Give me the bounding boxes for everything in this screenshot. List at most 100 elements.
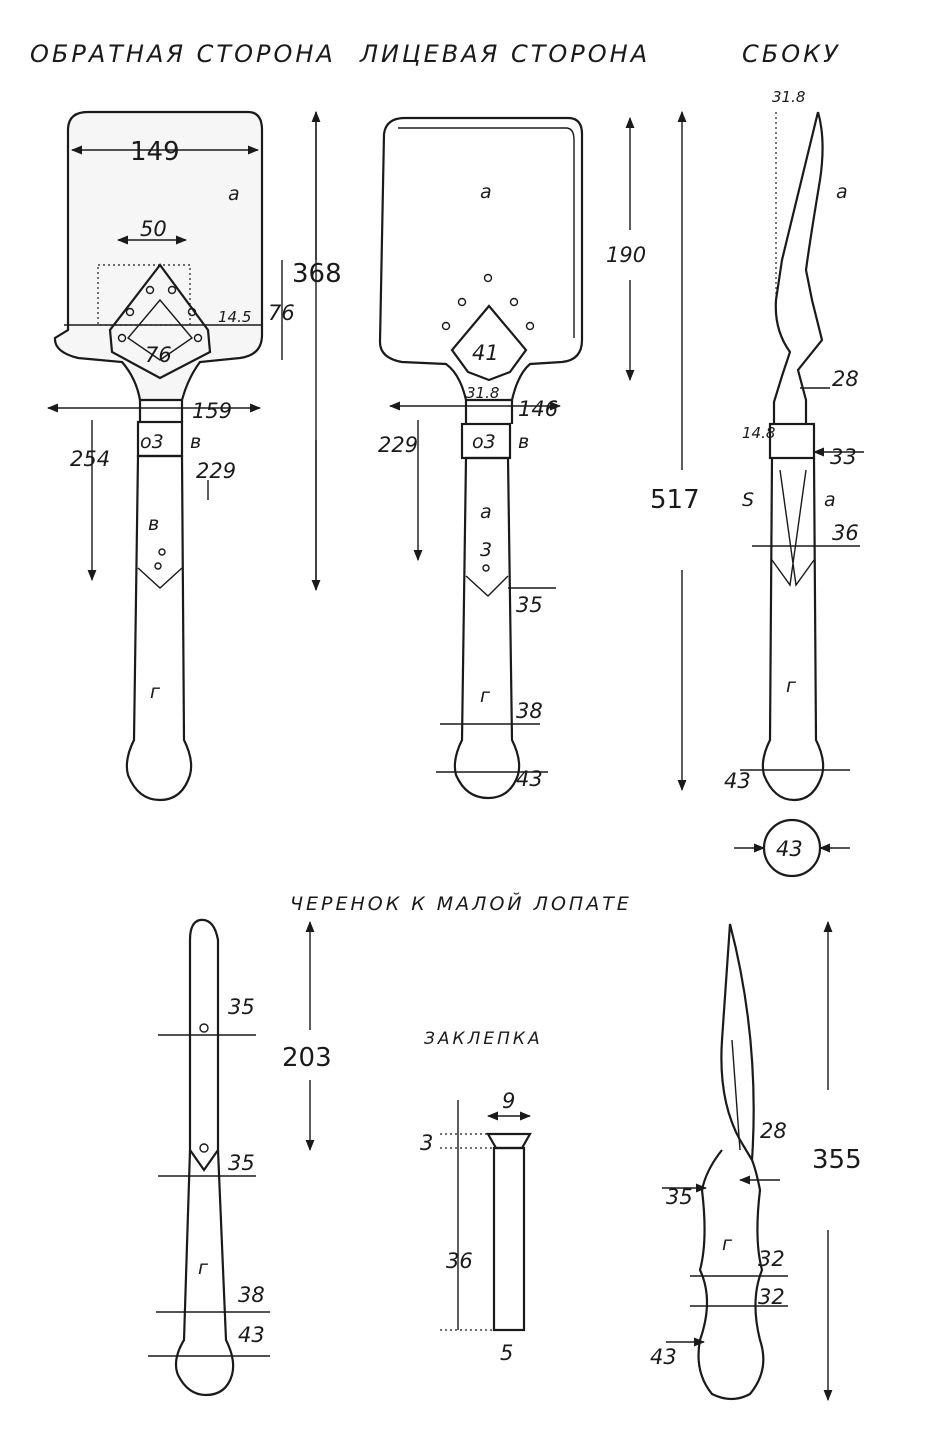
dim-50: 50	[140, 217, 167, 241]
side-part-s: S	[742, 489, 754, 511]
side-view: 517 31.8 a 28 14.8 33 S a 36 г 43 43	[650, 88, 864, 878]
handle-front-view: 35 203 35 г 38 43	[148, 918, 332, 1397]
back-part-g: г	[150, 681, 161, 703]
front-handle-tab	[465, 575, 509, 597]
back-part-b: в	[190, 431, 201, 453]
dim-33: 33	[830, 445, 857, 469]
back-rivet-3	[125, 307, 135, 317]
side-part-a: a	[836, 181, 848, 203]
dim-43-front: 43	[516, 767, 543, 791]
dim-ring-side: 14.8	[742, 424, 775, 442]
dim-203: 203	[282, 1043, 332, 1073]
back-view: 149 50 368 76 14.5 76 159 254 229 a о3 в…	[46, 110, 342, 802]
dim-28-handle: 28	[760, 1119, 787, 1143]
back-handle-rivet-1	[158, 548, 166, 556]
dim-35-side-handle: 35	[666, 1185, 693, 1209]
dim-43-handle: 43	[238, 1323, 265, 1347]
dim-3-rivet: 3	[420, 1131, 433, 1155]
dim-31-8-side: 31.8	[772, 88, 805, 106]
dim-14-5: 14.5	[218, 308, 251, 326]
dim-5-rivet: 5	[500, 1341, 513, 1365]
dim-36-side: 36	[832, 521, 859, 545]
side-blade-back-edge	[772, 111, 820, 424]
dim-32a: 32	[758, 1247, 785, 1271]
dim-43-side: 43	[724, 769, 751, 793]
dim-31-8: 31.8	[466, 384, 499, 402]
handle-side-view: 28 355 35 г 32 32 43	[650, 920, 862, 1402]
dim-190: 190	[606, 243, 646, 267]
handle-front-rivet-2	[199, 1143, 209, 1153]
dim-146: 146	[518, 397, 558, 421]
back-handle-outline	[125, 454, 193, 802]
back-rivet-6	[193, 333, 203, 343]
heading-rivet: ЗАКЛЕПКА	[424, 1029, 543, 1049]
dim-43-side-handle: 43	[650, 1345, 677, 1369]
front-part-3: 3	[480, 539, 492, 561]
dim-35-front: 35	[516, 593, 543, 617]
handle-side-tang	[720, 923, 755, 1164]
front-view: 190 41 31.8 146 229 a о3 в a 3 г 35 38 4…	[378, 116, 646, 800]
side-blade-front-edge	[796, 111, 824, 424]
dim-76-lower: 76	[145, 343, 172, 367]
dim-36-rivet: 36	[446, 1249, 473, 1273]
handle-front-tang	[188, 918, 220, 1172]
front-part-a2: a	[480, 501, 492, 523]
dim-149: 149	[130, 137, 180, 167]
back-ring-mark: о3	[140, 431, 164, 453]
front-part-b: в	[518, 431, 529, 453]
back-rivet-1	[145, 285, 155, 295]
dim-517: 517	[650, 485, 700, 515]
handle-side-tang-inner	[731, 1039, 741, 1151]
side-part-g: г	[786, 675, 797, 697]
rivet-head	[486, 1132, 532, 1150]
rivet-shank	[492, 1146, 526, 1332]
back-rivet-2	[167, 285, 177, 295]
front-neck	[464, 400, 514, 424]
dim-159: 159	[192, 399, 232, 423]
handle-front-part-g: г	[198, 1257, 209, 1279]
dim-355: 355	[812, 1145, 862, 1175]
front-handle-rivet	[482, 564, 490, 572]
front-part-a: a	[480, 181, 492, 203]
heading-side-view: СБОКУ	[742, 40, 841, 68]
front-rivet-3	[509, 297, 519, 307]
side-ring	[768, 422, 816, 460]
side-part-a2: a	[824, 489, 836, 511]
front-rivet-1	[483, 273, 493, 283]
dim-35-handle-bottom: 35	[228, 1151, 255, 1175]
dim-254: 254	[70, 447, 110, 471]
front-blade-rim	[398, 127, 575, 338]
rivet-view: ЗАКЛЕПКА 9 3 36 5	[420, 1029, 543, 1365]
back-reinforcement-plate	[108, 263, 212, 380]
side-handle-outline	[761, 457, 825, 802]
back-neck	[138, 400, 184, 422]
side-handle-tang	[771, 469, 815, 587]
front-rivet-2	[457, 297, 467, 307]
back-part-v: в	[148, 513, 159, 535]
handle-side-part-g: г	[722, 1233, 733, 1255]
dim-368: 368	[292, 259, 342, 289]
dim-9: 9	[502, 1089, 515, 1113]
front-rivet-5	[525, 321, 535, 331]
heading-handle: ЧЕРЕНОК К МАЛОЙ ЛОПАТЕ	[290, 892, 632, 915]
front-handle-outline	[453, 456, 521, 800]
heading-front-side: ЛИЦЕВАЯ СТОРОНА	[359, 40, 650, 68]
back-rivet-5	[117, 333, 127, 343]
dim-38-handle: 38	[238, 1283, 265, 1307]
handle-front-rivet-1	[199, 1023, 209, 1033]
front-ring-mark: о3	[472, 431, 496, 453]
dim-43-circle: 43	[776, 837, 803, 861]
back-part-a: a	[228, 183, 240, 205]
dim-32b: 32	[758, 1285, 785, 1309]
back-handle-rivet-2	[154, 562, 162, 570]
back-handle-tab	[137, 567, 183, 589]
back-rivet-4	[187, 307, 197, 317]
front-part-g: г	[480, 685, 491, 707]
front-rivet-4	[441, 321, 451, 331]
back-plate-dotted	[97, 264, 191, 326]
dim-35-handle-top: 35	[228, 995, 255, 1019]
handle-front-grip	[174, 1149, 235, 1397]
dim-76-right: 76	[268, 301, 295, 325]
dim-28-side: 28	[832, 367, 859, 391]
